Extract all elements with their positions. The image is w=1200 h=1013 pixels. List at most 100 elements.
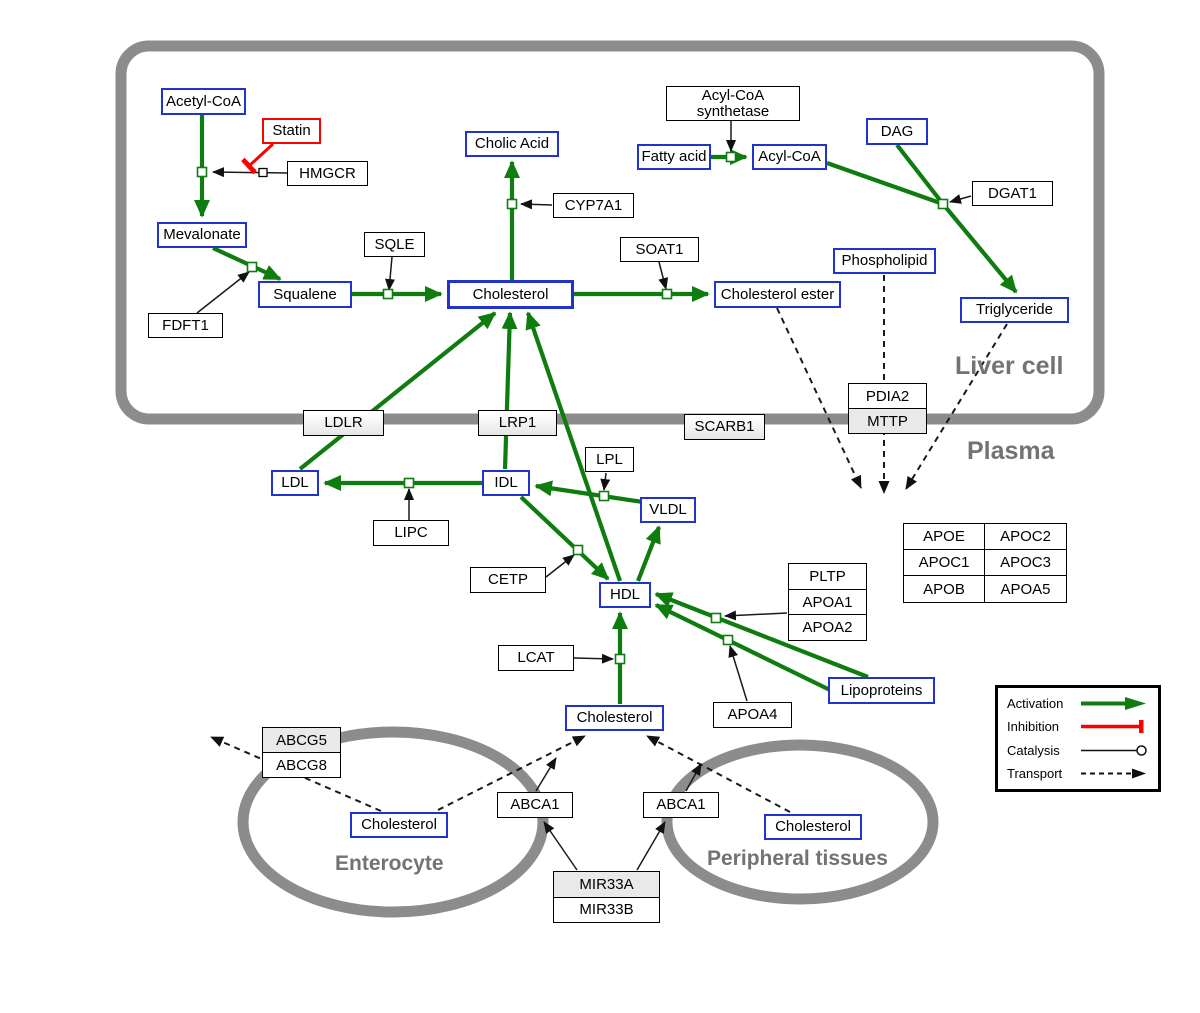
node-acyl-coa[interactable]: Acyl-CoA	[752, 144, 827, 170]
node-cetp[interactable]: CETP	[470, 567, 546, 593]
edge-lpl-catalysis	[600, 472, 611, 491]
node-cholic-acid[interactable]: Cholic Acid	[465, 131, 559, 157]
anchor-cyp7a1	[506, 198, 518, 210]
node-lipoproteins[interactable]: Lipoproteins	[828, 677, 935, 704]
legend-inhibition-label: Inhibition	[1007, 719, 1060, 735]
group-mir33a-mir33b: MIR33A MIR33B	[553, 871, 660, 923]
node-abcg8[interactable]: ABCG8	[263, 752, 340, 777]
node-acyl-coa-synthetase[interactable]: Acyl-CoA synthetase	[666, 86, 800, 121]
edge-apoa4-catalysis	[728, 645, 748, 702]
edge-mir33-abca1-enterocyte	[543, 821, 578, 871]
enterocyte-label: Enterocyte	[335, 852, 444, 875]
node-abca1-enterocyte[interactable]: ABCA1	[497, 792, 573, 818]
node-cholesterol-peripheral[interactable]: Cholesterol	[764, 814, 862, 840]
edge-statin-inhibits-hmgcr	[241, 142, 275, 175]
node-ldlr[interactable]: LDLR	[303, 410, 384, 436]
node-lpl[interactable]: LPL	[585, 447, 634, 472]
liver-cell-label: Liver cell	[955, 352, 1064, 380]
edge-peripheral-to-plasma-cholesterol	[646, 735, 791, 813]
edge-pltp-apoa-catalysis	[724, 610, 788, 621]
anchor-soat1	[661, 288, 673, 300]
node-apoa2[interactable]: APOA2	[789, 614, 866, 641]
group-abcg5-abcg8: ABCG5 ABCG8	[262, 727, 341, 778]
group-pdia2-mttp: PDIA2 MTTP	[848, 383, 927, 434]
node-acyl-coa-synthetase-line1: Acyl-CoA	[701, 86, 765, 104]
peripheral-tissues-membrane	[661, 739, 939, 905]
edge-hmgcr-catalysis	[212, 167, 288, 178]
edge-cyp7a1-catalysis	[520, 199, 553, 210]
node-fdft1[interactable]: FDFT1	[148, 313, 223, 338]
legend-catalysis-label: Catalysis	[1007, 742, 1060, 758]
node-cholesterol-plasma[interactable]: Cholesterol	[565, 705, 664, 731]
node-squalene[interactable]: Squalene	[258, 281, 352, 308]
inhibition-tbar-icon	[1081, 720, 1144, 734]
apolipoprotein-table: APOE APOC2 APOC1 APOC3 APOB APOA5	[903, 523, 1067, 603]
transport-dashed-arrow-icon	[1081, 768, 1146, 779]
edge-vldl-idl	[534, 480, 644, 505]
edge-lipoproteins-hdl-lower	[654, 603, 831, 692]
node-cyp7a1[interactable]: CYP7A1	[553, 193, 634, 218]
node-sqle[interactable]: SQLE	[364, 232, 425, 257]
legend-row-catalysis: Catalysis	[1007, 743, 1149, 758]
activation-arrow-icon	[1081, 697, 1146, 710]
anchor-cetp	[572, 544, 584, 556]
node-cholesterol-liver[interactable]: Cholesterol	[447, 280, 574, 309]
edge-dag-junction	[895, 143, 945, 206]
edge-lipoproteins-hdl-upper	[654, 592, 869, 679]
node-triglyceride[interactable]: Triglyceride	[960, 297, 1069, 323]
node-abcg5[interactable]: ABCG5	[263, 728, 340, 752]
edge-sqle-catalysis	[385, 256, 395, 291]
node-apoa1[interactable]: APOA1	[789, 588, 866, 615]
node-lrp1[interactable]: LRP1	[478, 410, 557, 436]
legend-row-inhibition: Inhibition	[1007, 719, 1149, 734]
node-acetyl-coa[interactable]: Acetyl-CoA	[161, 88, 246, 115]
node-dag[interactable]: DAG	[866, 118, 928, 145]
node-statin[interactable]: Statin	[262, 118, 321, 144]
edge-abca1-enterocyte-transport	[535, 757, 557, 792]
node-mir33a[interactable]: MIR33A	[554, 872, 659, 897]
edge-ldl-cholesterol	[298, 311, 497, 471]
node-dgat1[interactable]: DGAT1	[972, 181, 1053, 206]
node-ldl[interactable]: LDL	[271, 470, 319, 496]
edge-cholesterolester-secretion	[776, 307, 862, 489]
node-mevalonate[interactable]: Mevalonate	[157, 222, 247, 248]
legend: Activation Inhibition Catalysis Transpor…	[995, 685, 1161, 792]
node-apoc1[interactable]: APOC1	[904, 550, 985, 576]
edge-idl-cholesterol	[501, 311, 518, 470]
node-apob[interactable]: APOB	[904, 576, 985, 602]
anchor-lipc	[403, 477, 415, 489]
node-soat1[interactable]: SOAT1	[620, 237, 699, 262]
edge-idl-hdl	[519, 495, 610, 581]
node-phospholipid[interactable]: Phospholipid	[833, 248, 936, 274]
node-abca1-peripheral[interactable]: ABCA1	[643, 792, 719, 818]
plasma-label: Plasma	[967, 437, 1055, 465]
legend-activation-label: Activation	[1007, 696, 1064, 711]
node-scarb1[interactable]: SCARB1	[684, 414, 765, 440]
node-pdia2[interactable]: PDIA2	[849, 384, 926, 408]
node-hdl[interactable]: HDL	[599, 582, 651, 608]
node-apoc3[interactable]: APOC3	[985, 550, 1066, 576]
membranes	[115, 40, 1105, 918]
node-cholesterol-ester[interactable]: Cholesterol ester	[714, 281, 841, 308]
enterocyte-membrane	[237, 726, 549, 918]
node-mir33b[interactable]: MIR33B	[554, 896, 659, 922]
node-apoc2[interactable]: APOC2	[985, 524, 1066, 550]
node-mttp[interactable]: MTTP	[849, 408, 926, 433]
node-cholesterol-enterocyte[interactable]: Cholesterol	[350, 812, 448, 838]
node-lipc[interactable]: LIPC	[373, 520, 449, 546]
node-vldl[interactable]: VLDL	[640, 497, 696, 523]
node-apoe[interactable]: APOE	[904, 524, 985, 550]
edge-lcat-catalysis	[573, 653, 614, 664]
node-apoa4[interactable]: APOA4	[713, 702, 792, 728]
activation-edges	[194, 115, 1018, 704]
node-acyl-coa-synthetase-line2: synthetase	[696, 102, 770, 120]
node-hmgcr[interactable]: HMGCR	[287, 161, 368, 186]
node-fatty-acid[interactable]: Fatty acid	[637, 144, 711, 170]
node-pltp[interactable]: PLTP	[789, 564, 866, 589]
node-idl[interactable]: IDL	[482, 470, 530, 496]
node-lcat[interactable]: LCAT	[498, 645, 574, 671]
edge-junction-triglyceride	[941, 202, 1018, 294]
node-apoa5[interactable]: APOA5	[1000, 580, 1051, 598]
